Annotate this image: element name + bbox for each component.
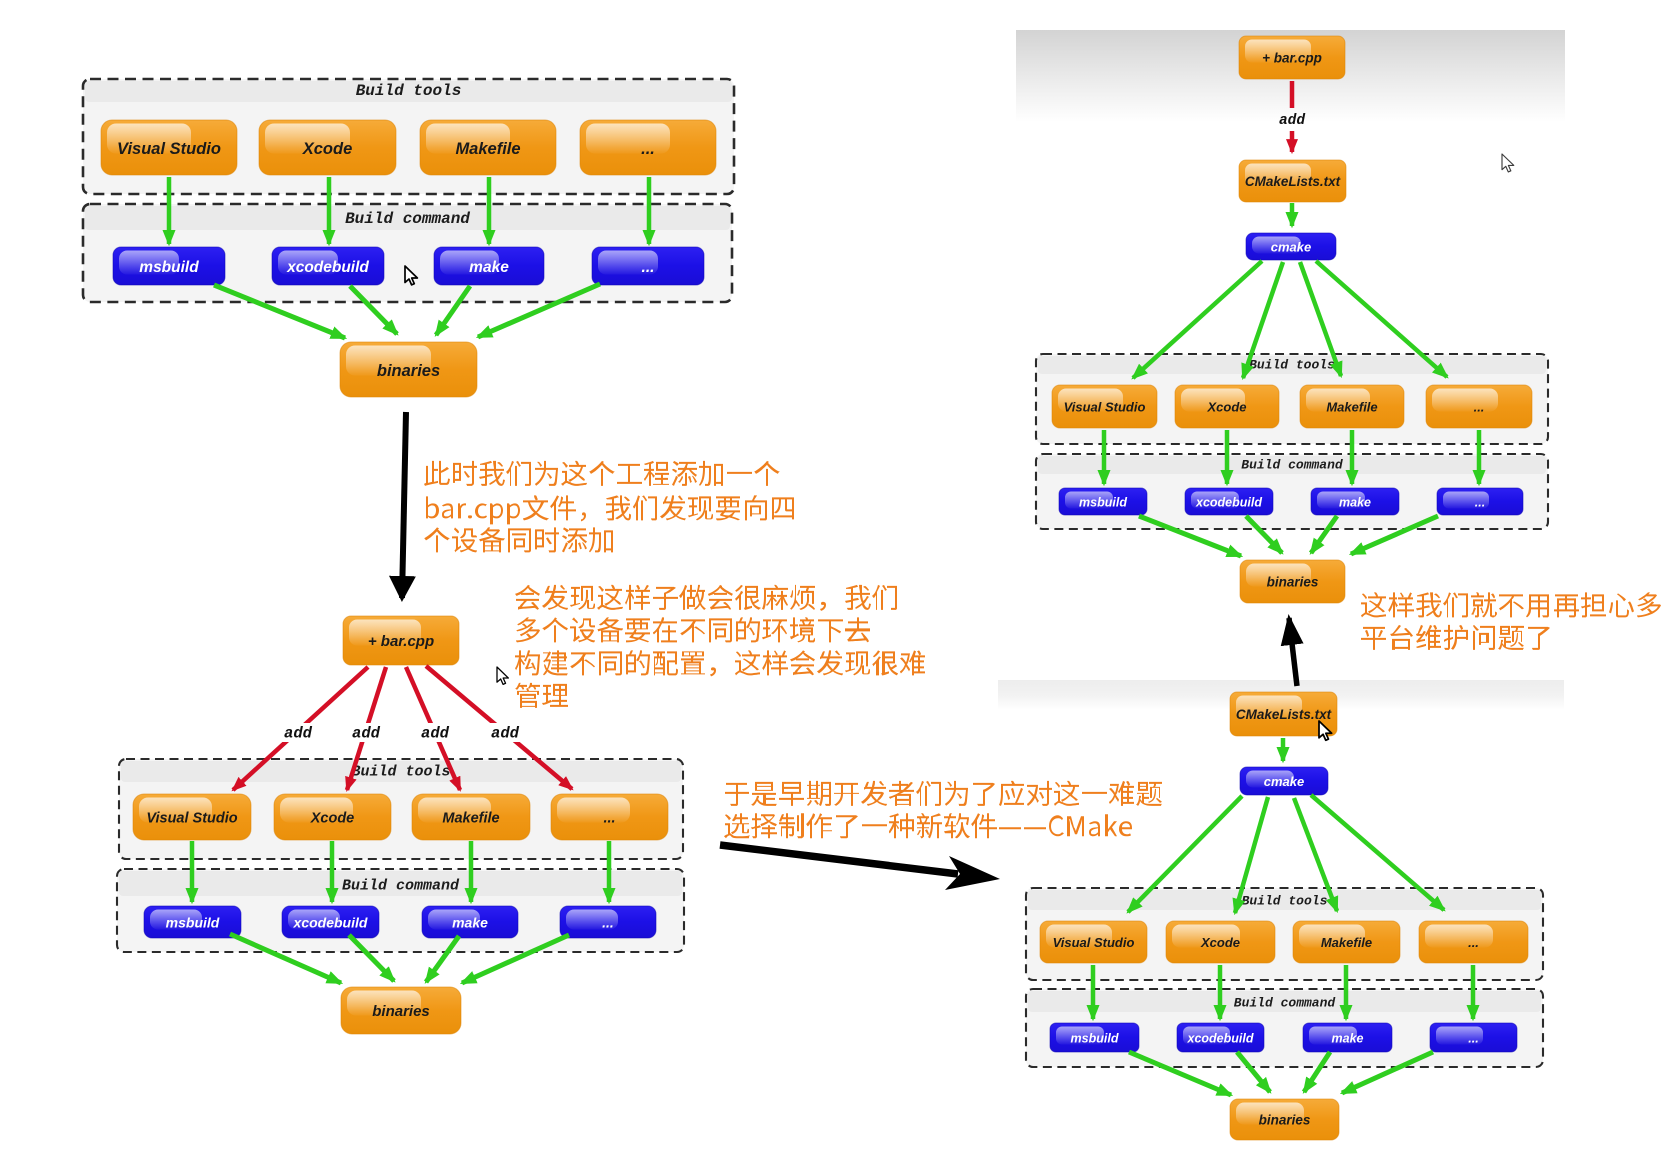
svg-text:Visual Studio: Visual Studio [146, 811, 237, 827]
svg-text:+ bar.cpp: + bar.cpp [1262, 51, 1322, 66]
svg-text:msbuild: msbuild [1079, 495, 1127, 509]
svg-text:+ bar.cpp: + bar.cpp [368, 633, 434, 650]
svg-text:Build command: Build command [342, 877, 460, 894]
svg-text:Build tools: Build tools [1249, 357, 1335, 372]
svg-text:msbuild: msbuild [166, 914, 220, 930]
svg-text:binaries: binaries [1259, 1113, 1311, 1128]
svg-text:xcodebuild: xcodebuild [293, 914, 368, 930]
svg-text:add: add [491, 725, 520, 743]
svg-text:Makefile: Makefile [1321, 935, 1372, 950]
svg-text:cmake: cmake [1264, 774, 1304, 789]
svg-text:add: add [284, 725, 313, 743]
svg-text:Visual Studio: Visual Studio [1053, 935, 1135, 950]
svg-text:...: ... [1475, 495, 1485, 509]
svg-text:Makefile: Makefile [442, 811, 499, 827]
svg-text:make: make [1332, 1031, 1364, 1045]
svg-text:Build tools: Build tools [351, 763, 450, 780]
svg-text:...: ... [603, 811, 615, 827]
svg-text:...: ... [642, 259, 655, 276]
svg-text:Makefile: Makefile [1326, 399, 1377, 414]
svg-text:...: ... [1468, 1031, 1478, 1045]
svg-text:make: make [469, 259, 509, 276]
svg-text:msbuild: msbuild [139, 259, 199, 276]
svg-text:make: make [452, 914, 488, 930]
svg-text:xcodebuild: xcodebuild [1187, 1031, 1254, 1045]
svg-text:Build command: Build command [1234, 995, 1337, 1010]
svg-text:CMakeLists.txt: CMakeLists.txt [1245, 174, 1341, 189]
svg-text:xcodebuild: xcodebuild [286, 259, 369, 276]
svg-text:Xcode: Xcode [1206, 399, 1246, 414]
svg-text:...: ... [602, 914, 614, 930]
svg-text:Visual Studio: Visual Studio [117, 140, 221, 158]
svg-text:CMakeLists.txt: CMakeLists.txt [1236, 707, 1332, 722]
svg-text:add: add [1279, 113, 1305, 129]
svg-text:add: add [352, 725, 381, 743]
svg-text:Visual Studio: Visual Studio [1064, 399, 1146, 414]
svg-text:Build tools: Build tools [1242, 893, 1328, 908]
svg-text:make: make [1339, 495, 1371, 509]
svg-text:Build command: Build command [1241, 457, 1344, 472]
svg-text:Xcode: Xcode [302, 140, 353, 158]
svg-text:add: add [421, 725, 450, 743]
svg-text:Xcode: Xcode [1200, 935, 1240, 950]
svg-text:Build command: Build command [345, 210, 470, 228]
svg-text:Makefile: Makefile [455, 140, 520, 158]
svg-text:xcodebuild: xcodebuild [1195, 495, 1262, 509]
svg-text:binaries: binaries [372, 1003, 430, 1020]
svg-text:Xcode: Xcode [310, 811, 355, 827]
svg-text:...: ... [1474, 399, 1485, 414]
svg-text:Build tools: Build tools [356, 82, 462, 100]
svg-text:...: ... [1468, 935, 1479, 950]
svg-text:binaries: binaries [1267, 575, 1319, 590]
svg-text:msbuild: msbuild [1071, 1031, 1119, 1045]
svg-text:cmake: cmake [1271, 239, 1311, 254]
svg-text:binaries: binaries [377, 362, 440, 380]
svg-text:...: ... [641, 140, 655, 158]
